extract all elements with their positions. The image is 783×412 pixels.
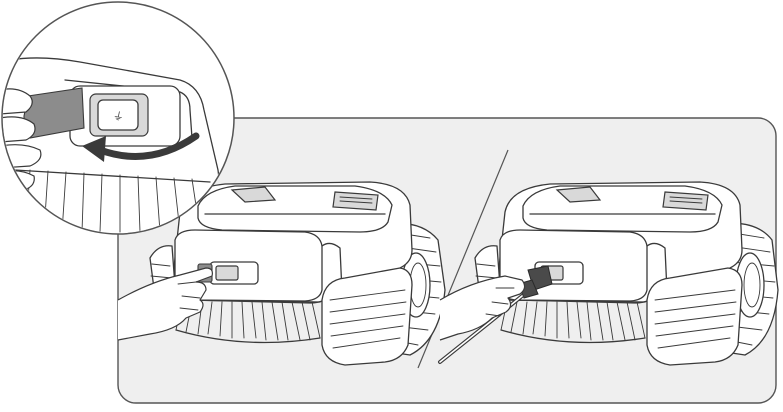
hand-left <box>117 267 213 341</box>
hand-right <box>439 275 526 341</box>
svg-text:⏚: ⏚ <box>112 109 125 124</box>
curved-arrow-icon <box>96 132 200 160</box>
inset-detail: ⏚ <box>1 1 235 235</box>
robot-left <box>149 181 446 366</box>
